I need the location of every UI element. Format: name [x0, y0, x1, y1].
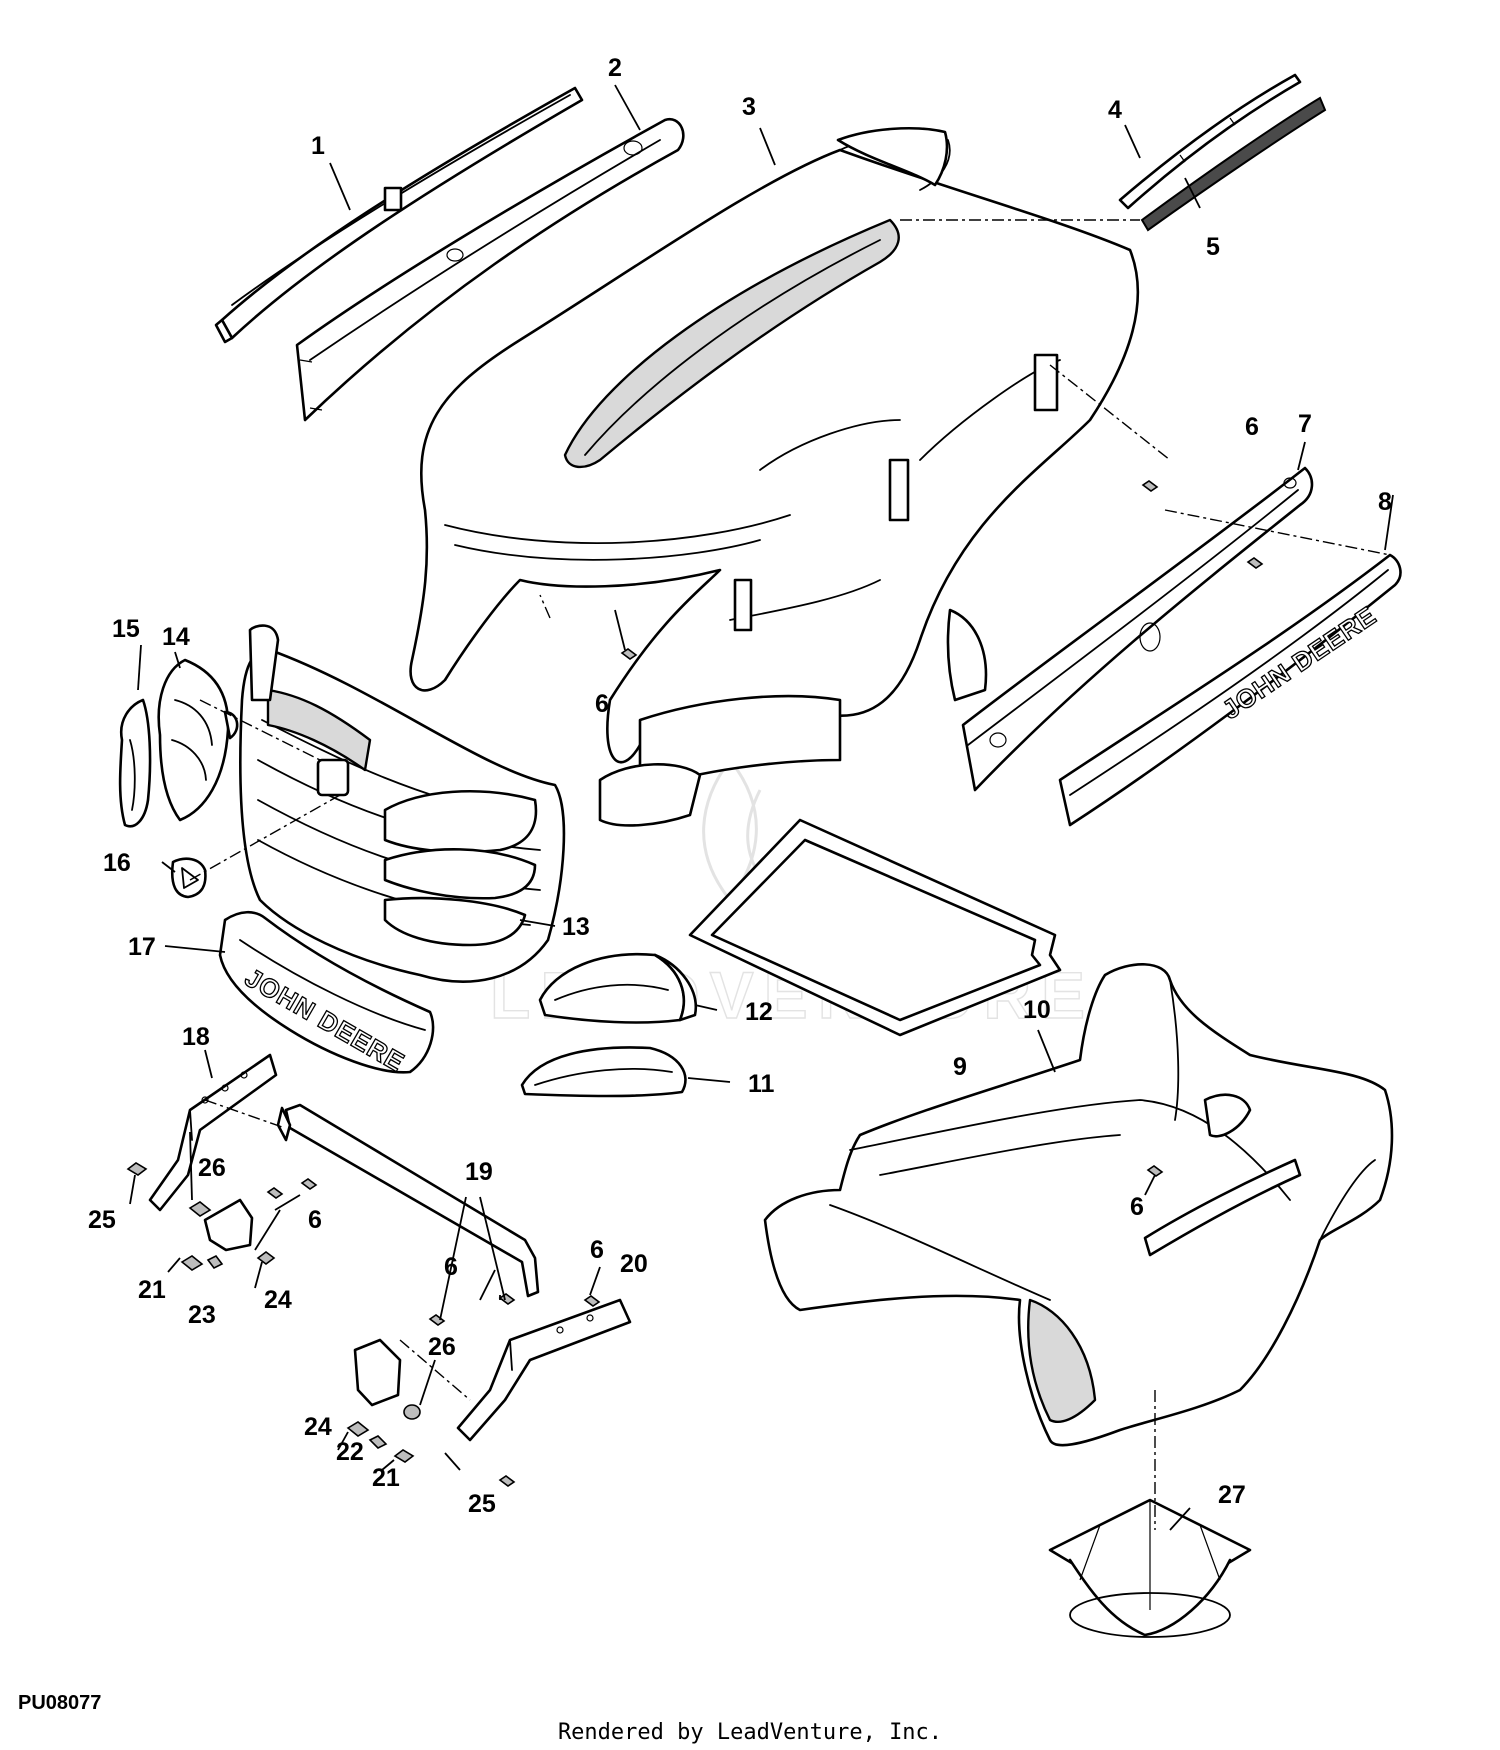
callout-20: 20	[620, 1250, 648, 1278]
callout-6-hood-left: 6	[595, 690, 609, 718]
callout-21-left: 21	[138, 1276, 166, 1304]
callout-9: 9	[953, 1053, 967, 1081]
callout-26-right: 26	[428, 1333, 456, 1361]
callout-27: 27	[1218, 1481, 1246, 1509]
part-19-support-rod[interactable]	[276, 1103, 540, 1298]
callout-2: 2	[608, 54, 622, 82]
callout-18: 18	[182, 1023, 210, 1051]
part-7-side-panel[interactable]	[961, 466, 1314, 792]
part-18-left-bracket[interactable]	[148, 1053, 278, 1212]
callout-21-right: 21	[372, 1464, 400, 1492]
callout-12: 12	[745, 998, 773, 1026]
part-27-air-duct[interactable]	[1048, 1498, 1252, 1638]
callout-14: 14	[162, 623, 190, 651]
part-3-hood[interactable]	[409, 126, 1140, 827]
callout-7: 7	[1298, 410, 1312, 438]
part-10-hood-pan[interactable]	[763, 963, 1394, 1447]
callout-19: 19	[465, 1158, 493, 1186]
callout-6-pan: 6	[1130, 1193, 1144, 1221]
callout-24-right: 24	[304, 1413, 332, 1441]
part-11-lamp-lens[interactable]	[520, 1046, 687, 1098]
callout-3: 3	[742, 93, 756, 121]
callout-25-right: 25	[468, 1490, 496, 1518]
callout-6-hood-right: 6	[1245, 413, 1259, 441]
callout-13: 13	[562, 913, 590, 941]
callout-1: 1	[311, 132, 325, 160]
callout-11: 11	[748, 1070, 775, 1098]
part-2-hood-side-trim[interactable]	[295, 117, 685, 422]
part-9-seal-frame[interactable]	[688, 818, 1062, 1037]
part-12-lamp-housing[interactable]	[538, 952, 698, 1024]
hardware-left-cluster[interactable]	[126, 1162, 318, 1271]
callout-16: 16	[103, 849, 131, 877]
callout-25-left: 25	[88, 1206, 116, 1234]
callout-17: 17	[128, 933, 156, 961]
hardware-hood-fasteners[interactable]	[620, 480, 1264, 1177]
part-5-dark-strip[interactable]	[1140, 96, 1327, 232]
callout-labels: 1 2 3 4 5 6 7 8 6 15 14 16 13 17 12 9 10…	[88, 54, 1392, 1518]
callout-4: 4	[1108, 96, 1122, 124]
callout-15: 15	[112, 615, 140, 643]
figure-id: PU08077	[18, 1692, 102, 1714]
part-1-hood-rail[interactable]	[214, 86, 584, 344]
callout-10: 10	[1023, 996, 1051, 1024]
callout-6-right-bracket: 6	[590, 1236, 604, 1264]
callout-23: 23	[188, 1301, 216, 1329]
part-14-headlight[interactable]	[157, 658, 239, 822]
leader-lines	[129, 84, 1394, 1531]
part-20-right-bracket[interactable]	[456, 1298, 632, 1442]
callout-8: 8	[1378, 488, 1392, 516]
callout-6-rod: 6	[444, 1253, 458, 1281]
part-16-badge[interactable]	[170, 857, 207, 899]
callout-6-left-bracket: 6	[308, 1206, 322, 1234]
hardware-right-cluster[interactable]	[346, 1293, 601, 1487]
callout-26-left: 26	[198, 1154, 226, 1182]
callout-22: 22	[336, 1438, 364, 1466]
part-15-headlight-lens[interactable]	[118, 698, 152, 828]
callout-24-left: 24	[264, 1286, 292, 1314]
part-13-grille[interactable]	[239, 624, 566, 983]
part-4-top-strip[interactable]	[1118, 73, 1302, 210]
part-8-side-emblem-panel[interactable]: JOHN DEERE	[1058, 553, 1402, 827]
callout-5: 5	[1206, 233, 1220, 261]
render-credit: Rendered by LeadVenture, Inc.	[557, 1720, 943, 1745]
